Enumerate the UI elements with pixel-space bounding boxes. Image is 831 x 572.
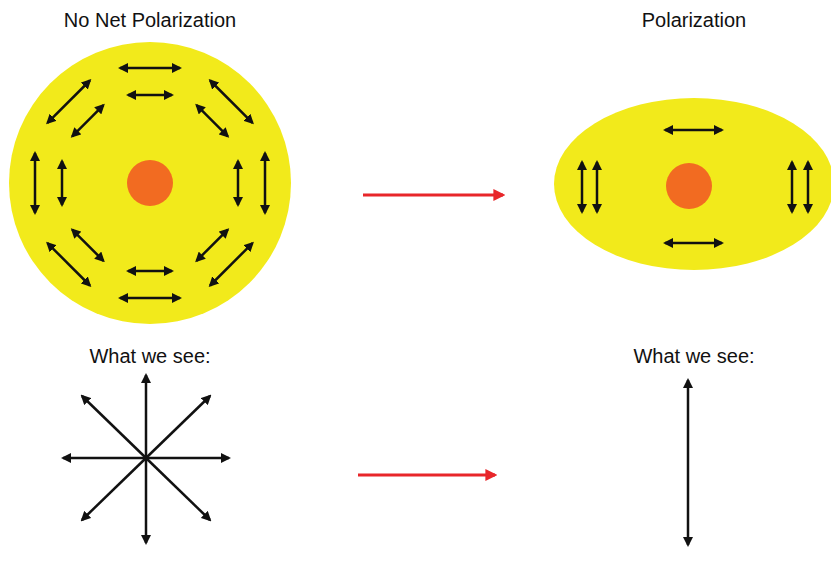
unpolarized-disc <box>9 42 291 324</box>
vertical-polarization-arrow <box>687 380 690 545</box>
panel-heading: Polarization <box>642 8 747 32</box>
view-caption: What we see: <box>633 344 754 368</box>
transition-arrow <box>358 474 495 477</box>
panel-heading: No Net Polarization <box>64 8 236 32</box>
view-caption: What we see: <box>89 344 210 368</box>
polarized-ellipse <box>554 98 831 270</box>
starburst-arrows <box>63 375 229 543</box>
transition-arrow <box>363 194 503 197</box>
